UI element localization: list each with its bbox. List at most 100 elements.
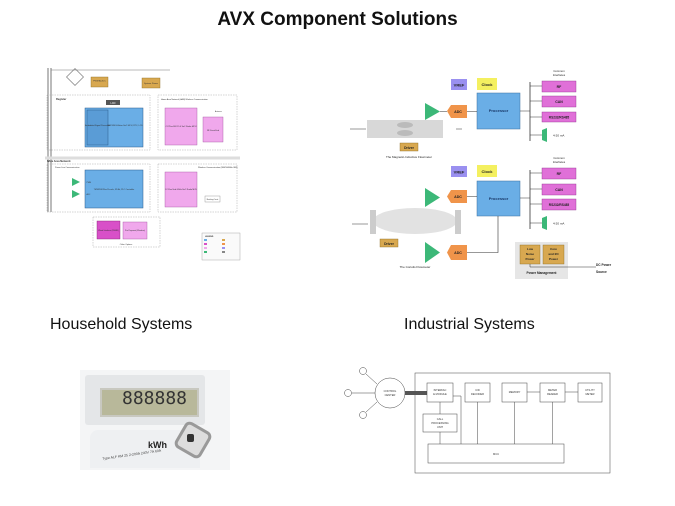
svg-text:Pre Payment (Wireless): Pre Payment (Wireless) xyxy=(125,229,145,232)
cc11xx-block xyxy=(164,171,198,208)
svg-text:TMS320F28xx Piccolo, 32-Bit, P: TMS320F28xx Piccolo, 32-Bit, PLC Control… xyxy=(94,188,135,191)
lamp-icon xyxy=(359,367,367,375)
mcu xyxy=(427,443,565,464)
svg-text:Matching Circuit: Matching Circuit xyxy=(207,198,219,201)
svg-text:Antenna: Antenna xyxy=(215,110,222,113)
lcd-icon xyxy=(106,100,120,105)
rf-front-end xyxy=(202,116,224,143)
svg-text:PROCESSING: PROCESSING xyxy=(431,421,448,425)
svg-text:Clock: Clock xyxy=(482,169,494,174)
lcd-display xyxy=(100,388,199,417)
svg-text:VREF: VREF xyxy=(454,170,465,175)
electric-meter-photo: 888888 kWh Type ALF KM 25 2-200A 240V 7A… xyxy=(80,370,230,470)
kwh-label: kWh xyxy=(148,440,167,450)
clock-block xyxy=(477,78,497,90)
svg-text:Driver: Driver xyxy=(384,242,394,246)
svg-text:Home Area Network (HAN) Wirele: Home Area Network (HAN) Wireless Communi… xyxy=(161,98,208,101)
svg-text:METER: METER xyxy=(585,392,594,396)
flowmeter-diagram: VREF Clock Processor ADC Driver The Magn… xyxy=(350,69,612,279)
bridge-rectifier xyxy=(66,68,84,86)
svg-text:System Power: System Power xyxy=(144,82,158,85)
vref-block xyxy=(451,166,467,177)
current-loop-icon xyxy=(542,216,547,230)
svg-text:Other Options: Other Options xyxy=(120,243,132,246)
amp-icon xyxy=(72,178,80,186)
rf-interface xyxy=(541,80,577,93)
vref-block xyxy=(451,79,467,90)
driver-block xyxy=(379,238,399,248)
svg-text:LCD: LCD xyxy=(110,102,115,105)
svg-text:Embedded Signal Processor: Embedded Signal Processor xyxy=(85,125,111,127)
patent-diagram: CONTROL CENTER INTERFAC E MODULE CID DEC… xyxy=(344,367,611,474)
svg-text:The Coriolis Flowmeter: The Coriolis Flowmeter xyxy=(400,265,431,269)
svg-text:CAN: CAN xyxy=(555,100,563,104)
svg-text:Core: Core xyxy=(550,247,557,251)
household-systems-label: Household Systems xyxy=(50,316,193,333)
svg-text:ADC: ADC xyxy=(87,193,91,196)
system-power-block xyxy=(141,77,161,89)
svg-text:ADC: ADC xyxy=(454,195,462,199)
pipe xyxy=(373,208,457,234)
svg-text:Source: Source xyxy=(596,270,607,274)
svg-text:MCU: MCU xyxy=(493,452,499,456)
svg-text:ADC: ADC xyxy=(454,110,462,114)
svg-text:MSP430 E-Meter SoC MCU, RTC, L: MSP430 E-Meter SoC MCU, RTC, LCD xyxy=(107,124,143,127)
slide-title: AVX Component Solutions xyxy=(217,9,458,30)
pwm-block xyxy=(90,76,109,88)
svg-text:UTILITY: UTILITY xyxy=(585,388,595,392)
svg-text:Interfaces: Interfaces xyxy=(553,160,566,164)
prepayment-block xyxy=(122,221,148,240)
control-center xyxy=(374,377,406,409)
processor-block xyxy=(476,180,521,217)
embedded-signal-processor xyxy=(86,109,109,146)
svg-text:RF: RF xyxy=(557,172,563,176)
svg-text:Common: Common xyxy=(553,156,565,160)
amplifier-icon xyxy=(425,103,440,120)
svg-text:ADC: ADC xyxy=(454,251,462,255)
emeter-diagram: PWM AC/DC System Power Register LCD Embe… xyxy=(45,68,241,261)
svg-text:MEMORY: MEMORY xyxy=(509,390,521,394)
legend xyxy=(201,232,241,261)
svg-text:RS232/RS485: RS232/RS485 xyxy=(549,116,570,120)
svg-text:Power Line Communication: Power Line Communication xyxy=(55,166,79,169)
svg-text:CC11xx Sub-1GHz SoC Radio MCU: CC11xx Sub-1GHz SoC Radio MCU xyxy=(165,189,198,191)
svg-text:Clock: Clock xyxy=(482,82,494,87)
svg-text:Power: Power xyxy=(549,257,559,261)
svg-text:Power: Power xyxy=(525,257,535,261)
svg-text:CC25xx 802.15.4 SoC Radio MCU: CC25xx 802.15.4 SoC Radio MCU xyxy=(166,126,197,128)
svg-text:UNIT: UNIT xyxy=(437,425,443,429)
svg-text:Register: Register xyxy=(56,97,66,101)
clock-block xyxy=(477,165,497,177)
amplifier-icon xyxy=(425,242,440,263)
svg-text:DC Power: DC Power xyxy=(596,263,612,267)
svg-text:E MODULE: E MODULE xyxy=(433,392,447,396)
svg-text:PWM AC/DC: PWM AC/DC xyxy=(93,80,106,83)
rf-interface xyxy=(541,167,577,180)
svg-text:4-20 mA: 4-20 mA xyxy=(553,222,564,226)
cc25xx-block xyxy=(164,107,198,146)
svg-text:Processor: Processor xyxy=(489,108,509,113)
industrial-systems-label: Industrial Systems xyxy=(404,316,535,333)
svg-text:RS232/RS485: RS232/RS485 xyxy=(549,203,570,207)
svg-text:CALL: CALL xyxy=(437,417,444,421)
adc-block xyxy=(447,105,467,118)
svg-text:Common: Common xyxy=(553,69,565,73)
amplifier-icon xyxy=(425,188,440,207)
svg-text:CAN: CAN xyxy=(555,188,563,192)
svg-text:and I/O: and I/O xyxy=(548,252,559,256)
tms320-block xyxy=(84,169,144,209)
amp-icon xyxy=(72,190,80,198)
adc-block xyxy=(447,190,467,203)
svg-text:PWM: PWM xyxy=(87,182,92,184)
current-loop-icon xyxy=(542,128,547,142)
svg-text:RF Front End: RF Front End xyxy=(207,129,219,132)
svg-text:4-20 mA: 4-20 mA xyxy=(553,134,564,138)
svg-text:READER: READER xyxy=(547,392,558,396)
svg-text:Wide Area Network: Wide Area Network xyxy=(47,159,71,163)
lamp-icon xyxy=(344,389,352,397)
lcd-digits: 888888 xyxy=(122,388,188,409)
svg-text:CENTER: CENTER xyxy=(385,393,396,397)
svg-text:INTERFAC: INTERFAC xyxy=(434,388,447,392)
svg-text:Processor: Processor xyxy=(489,196,509,201)
